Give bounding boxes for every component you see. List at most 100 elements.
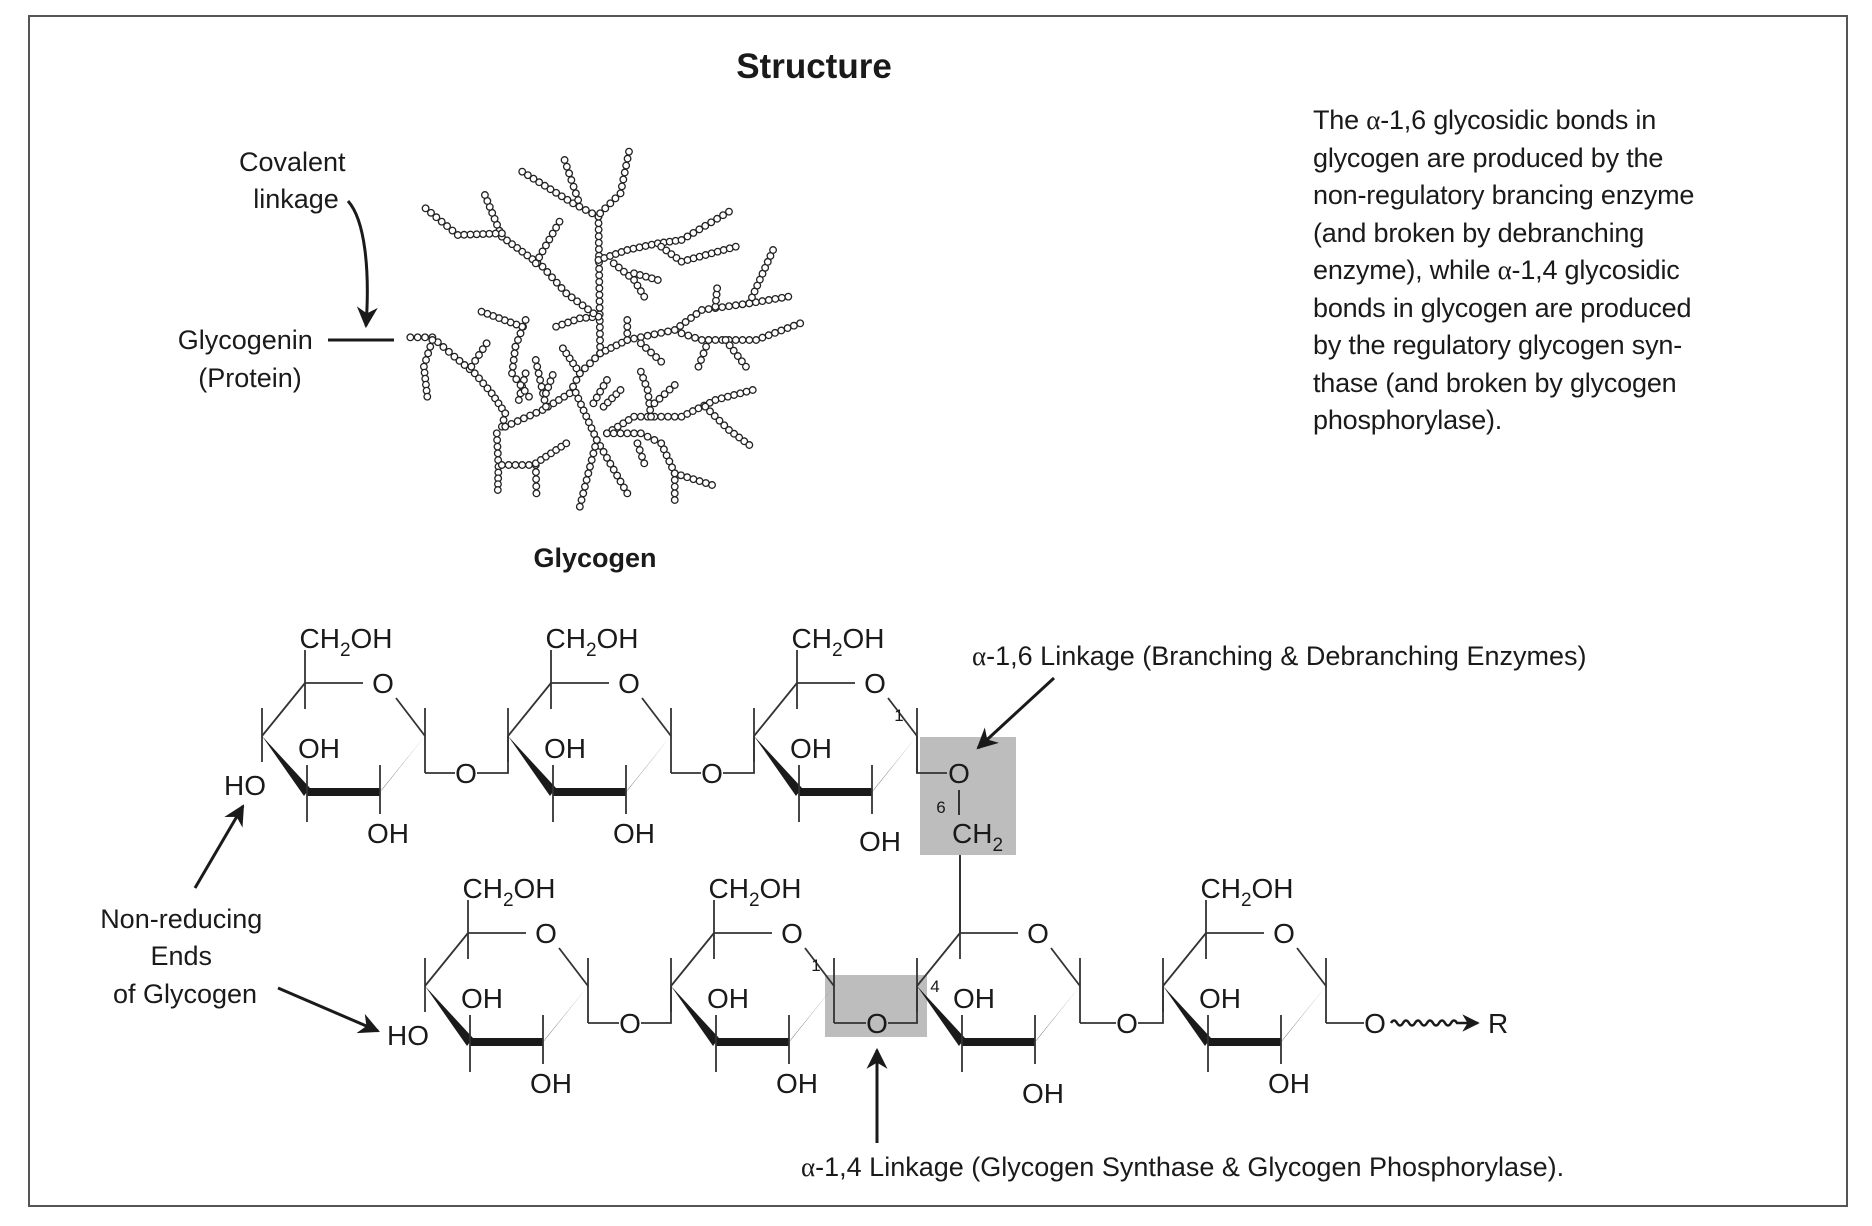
c1-c2-wedge-bond bbox=[869, 736, 917, 796]
glucose-unit-circle bbox=[676, 322, 685, 330]
glucose-unit-circle bbox=[523, 251, 532, 260]
oxygen-c4-bond bbox=[723, 736, 755, 774]
glucose-unit-circle bbox=[616, 189, 625, 198]
c1-c2-wedge-bond bbox=[377, 736, 425, 796]
glucose-unit-circle bbox=[635, 446, 644, 454]
glucose-unit-circle bbox=[740, 437, 749, 446]
glucose-unit-circle bbox=[552, 278, 561, 287]
glycosidic-linkage: O bbox=[834, 986, 918, 1039]
glucose-unit-circle bbox=[525, 392, 533, 401]
alpha16-text: -1,6 Linkage (Branching & Debranching En… bbox=[986, 641, 1586, 671]
ch2oh-oh: OH bbox=[843, 623, 885, 654]
alpha16-branch: 6 CH2 bbox=[936, 790, 1003, 933]
glucose-unit-circle bbox=[720, 421, 729, 430]
carbon1-label: 1 bbox=[894, 706, 903, 725]
glucose-unit-circle bbox=[595, 297, 604, 306]
ch2-ch: CH bbox=[952, 818, 992, 849]
glucose-unit-circle bbox=[655, 394, 664, 403]
glucose-unit-circle bbox=[594, 245, 603, 254]
c3-hydroxyl-label: OH bbox=[461, 983, 503, 1014]
c4-c5-bond bbox=[916, 932, 961, 987]
glucose-unit-circle bbox=[592, 436, 601, 444]
c3-c4-wedge-bond bbox=[425, 986, 473, 1046]
glucose-unit-circle bbox=[567, 293, 576, 302]
ch2oh-ch: CH bbox=[299, 623, 339, 654]
glucose-unit-circle bbox=[742, 387, 751, 396]
glucose-unit-circle bbox=[586, 359, 594, 368]
description-line: enzyme), while α-1,4 glycosidic bbox=[1313, 252, 1783, 290]
alpha16-greek: α bbox=[972, 641, 986, 671]
glucose-unit-circle bbox=[625, 147, 633, 156]
glycogenin-line2: (Protein) bbox=[198, 363, 302, 393]
glucose-unit-circle bbox=[587, 456, 596, 464]
glucose-unit-circle bbox=[704, 336, 713, 344]
glucose-unit-circle bbox=[549, 399, 558, 408]
glucose-unit-circle bbox=[731, 242, 740, 251]
glucose-unit-circle bbox=[477, 307, 486, 316]
carbon1-label: 1 bbox=[811, 956, 820, 975]
glucose-unit-circle bbox=[630, 429, 639, 438]
glucose-unit-circle bbox=[619, 267, 628, 276]
ch2-label: CH2 bbox=[952, 818, 1003, 856]
glucose-unit-circle bbox=[653, 276, 662, 284]
glucose-unit-circle bbox=[725, 426, 733, 434]
glucose-unit-circle bbox=[594, 225, 603, 234]
description-text: bonds in glycogen are produced bbox=[1313, 292, 1692, 323]
glucose-unit-circle bbox=[533, 362, 542, 371]
glucose-unit-circle bbox=[588, 209, 597, 218]
glucose-unit-circle bbox=[611, 194, 620, 203]
glucose-unit-circle bbox=[563, 195, 572, 204]
glucose-unit-circle bbox=[512, 375, 521, 384]
covalent-linkage-line2: linkage bbox=[253, 184, 339, 214]
glucose-unit-circle bbox=[735, 433, 744, 442]
glucose-unit-circle bbox=[622, 161, 631, 170]
ch2oh-label: CH2OH bbox=[462, 873, 555, 911]
glucose-unit-circle bbox=[689, 228, 698, 237]
glucose-unit-circle bbox=[670, 482, 679, 491]
glucose-unit-circle bbox=[684, 331, 693, 340]
figure-frame bbox=[28, 15, 1848, 1207]
glycogen-branch bbox=[633, 439, 649, 468]
glycogen-branch bbox=[599, 386, 625, 411]
glucose-unit-circle bbox=[691, 333, 700, 342]
glucose-unit-circle bbox=[538, 247, 547, 256]
glucose-unit-circle bbox=[596, 209, 605, 218]
ch2oh-oh: OH bbox=[351, 623, 393, 654]
glycogen-branch bbox=[701, 402, 754, 449]
glucose-unit-circle bbox=[665, 385, 674, 394]
glucose-unit-circle bbox=[670, 381, 679, 389]
glucose-unit-circle bbox=[670, 326, 679, 334]
glucose-unit-circle bbox=[535, 253, 544, 262]
glucose-unit-circle bbox=[501, 422, 510, 431]
glucose-unit-circle bbox=[516, 329, 525, 338]
glucose-unit-circle bbox=[507, 419, 516, 428]
glucose-unit-circle bbox=[595, 264, 604, 273]
glucose-unit-circle bbox=[764, 331, 773, 340]
glucose-unit-circle bbox=[717, 394, 726, 403]
glucose-unit-circle bbox=[741, 362, 750, 371]
non-reducing-line3: of Glycogen bbox=[113, 979, 257, 1009]
glucose-unit-circle bbox=[640, 459, 649, 468]
glucose-unit-circle bbox=[567, 176, 576, 184]
ch2oh-subscript: 2 bbox=[503, 890, 514, 911]
glucose-unit-circle bbox=[711, 396, 720, 404]
c2-c3-bold-bond bbox=[962, 1038, 1035, 1046]
glucose-unit-circle bbox=[424, 349, 433, 358]
glucose-unit-circle bbox=[701, 221, 710, 230]
c2-hydroxyl-label: OH bbox=[613, 818, 655, 849]
glucose-unit-circle bbox=[546, 185, 555, 194]
glucose-unit-circle bbox=[733, 352, 742, 360]
glucose-unit-circle bbox=[599, 381, 608, 390]
description-text: enzyme), while bbox=[1313, 255, 1498, 285]
glycogen-branch bbox=[421, 204, 506, 239]
alpha-symbol: α bbox=[1366, 105, 1381, 135]
glycogen-caption: Glycogen bbox=[533, 543, 656, 573]
glucose-unit-circle bbox=[509, 356, 518, 364]
glucose-unit-circle bbox=[697, 336, 706, 344]
glucose-unit-circle bbox=[521, 369, 530, 378]
glucose-unit-circle bbox=[619, 175, 628, 184]
oxygen-c4-bond bbox=[888, 986, 918, 1024]
glucose-unit-circle bbox=[406, 333, 415, 342]
glucose-unit-circle bbox=[725, 207, 733, 216]
c4-hydroxyl-label: HO bbox=[387, 1020, 429, 1051]
